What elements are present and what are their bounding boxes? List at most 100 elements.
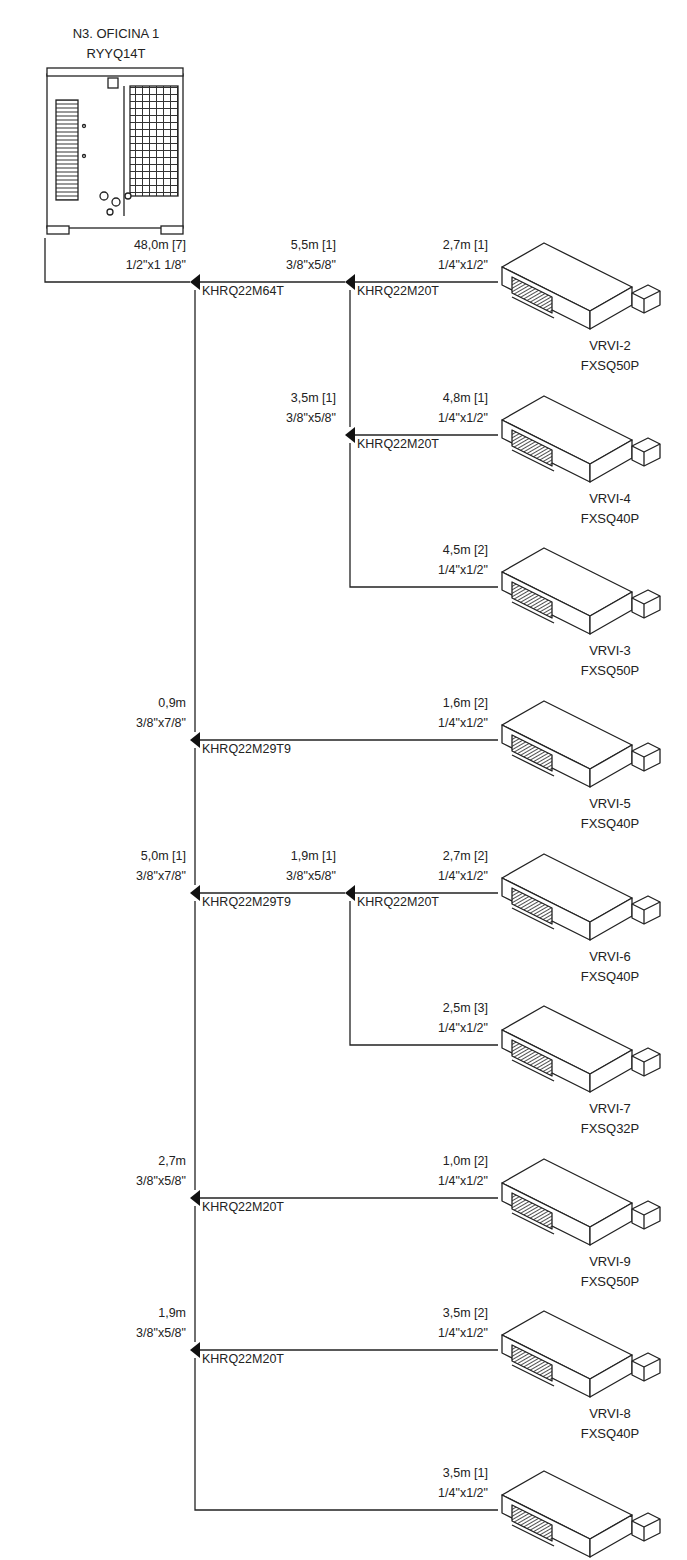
branch-kit-code: KHRQ22M29T9 xyxy=(202,895,291,910)
branch-kit-code: KHRQ22M29T9 xyxy=(202,742,291,757)
outdoor-unit: N3. OFICINA 1 RYYQ14T xyxy=(44,22,188,238)
pipe-dimension: 1,6m [2] xyxy=(441,696,490,711)
indoor-unit: VRVI-8FXSQ40P xyxy=(498,1305,663,1445)
unit-tag: VRVI-2 xyxy=(589,338,631,353)
pipe-line xyxy=(200,1197,498,1198)
pipe-dimension: 1/4"x1/2" xyxy=(436,258,490,273)
indoor-unit-illustration xyxy=(498,1305,663,1400)
pipe-dimension: 1/4"x1/2" xyxy=(436,716,490,731)
branch-kit: KHRQ22M64T xyxy=(190,274,200,290)
refnet-symbol xyxy=(345,885,355,901)
unit-tag: VRVI-7 xyxy=(589,1101,631,1116)
pipe-dimension: 1/4"x1/2" xyxy=(436,1486,490,1501)
indoor-unit: VRVI-4FXSQ40P xyxy=(498,390,663,530)
pipe-dimension: 1,0m [2] xyxy=(441,1154,490,1169)
pipe-dimension: 3/8"x7/8" xyxy=(134,869,188,884)
pipe-dimension: 1/2"x1 1/8" xyxy=(124,258,188,273)
pipe-dimension: 0,9m xyxy=(156,696,188,711)
pipe-dimension: 3/8"x7/8" xyxy=(134,716,188,731)
indoor-unit: VRVI-5FXSQ40P xyxy=(498,695,663,835)
unit-tag: VRVI-5 xyxy=(589,796,631,811)
model-name: RYYQ14T xyxy=(44,46,188,61)
branch-kit: KHRQ22M20T xyxy=(345,885,355,901)
pipe-line xyxy=(45,238,190,282)
pipe-dimension: 1/4"x1/2" xyxy=(436,1326,490,1341)
pipe-dimension: 4,5m [2] xyxy=(441,543,490,558)
pipe-dimension: 48,0m [7] xyxy=(132,238,188,253)
pipe-line xyxy=(194,1206,195,1342)
pipe-line xyxy=(200,281,345,282)
pipe-dimension: 1/4"x1/2" xyxy=(436,869,490,884)
pipe-dimension: 1/4"x1/2" xyxy=(436,563,490,578)
pipe-line xyxy=(194,290,195,732)
pipe-line xyxy=(355,892,498,893)
pipe-dimension: 1,9m [1] xyxy=(289,849,338,864)
indoor-unit-illustration xyxy=(502,1471,660,1557)
pipe-dimension: 3,5m [1] xyxy=(441,1466,490,1481)
refnet-symbol xyxy=(190,732,200,748)
model-name: FXSQ50P xyxy=(581,1274,640,1289)
refnet-symbol xyxy=(345,427,355,443)
indoor-unit: VRVI-2FXSQ50P xyxy=(498,237,663,377)
branch-kit-code: KHRQ22M64T xyxy=(202,284,284,299)
pipe-dimension: 3,5m [2] xyxy=(441,1306,490,1321)
pipe-dimension: 4,8m [1] xyxy=(441,391,490,406)
branch-kit: KHRQ22M20T xyxy=(345,274,355,290)
pipe-line xyxy=(200,892,345,893)
pipe-dimension: 1/4"x1/2" xyxy=(436,1021,490,1036)
pipe-dimension: 1/4"x1/2" xyxy=(436,1174,490,1189)
indoor-unit-illustration xyxy=(498,695,663,790)
model-name: FXSQ40P xyxy=(581,511,640,526)
pipe-line xyxy=(200,739,498,740)
model-name: FXSQ50P xyxy=(581,663,640,678)
pipe-line xyxy=(200,1349,498,1350)
unit-tag: VRVI-9 xyxy=(589,1254,631,1269)
model-name: FXSQ40P xyxy=(581,816,640,831)
pipe-dimension: 2,7m [2] xyxy=(441,849,490,864)
pipe-line xyxy=(349,290,350,427)
branch-kit: KHRQ22M29T9 xyxy=(190,885,200,901)
indoor-unit-illustration xyxy=(498,1000,663,1095)
pipe-dimension: 2,7m [1] xyxy=(441,238,490,253)
unit-tag: VRVI-3 xyxy=(589,643,631,658)
refnet-symbol xyxy=(345,274,355,290)
branch-kit-code: KHRQ22M20T xyxy=(357,437,439,452)
indoor-unit-illustration xyxy=(498,1153,663,1248)
indoor-unit-illustration xyxy=(498,237,663,332)
branch-kit: KHRQ22M29T9 xyxy=(190,732,200,748)
refnet-symbol xyxy=(190,1342,200,1358)
pipe-line xyxy=(194,901,195,1190)
branch-kit-code: KHRQ22M20T xyxy=(202,1352,284,1367)
pipe-dimension: 5,5m [1] xyxy=(289,238,338,253)
pipe-dimension: 3/8"x5/8" xyxy=(284,411,338,426)
indoor-unit-illustration xyxy=(498,390,663,485)
pipe-line xyxy=(195,1358,498,1510)
pipe-dimension: 2,5m [3] xyxy=(441,1001,490,1016)
pipe-dimension: 3/8"x5/8" xyxy=(134,1174,188,1189)
model-name: FXSQ40P xyxy=(581,969,640,984)
branch-kit-code: KHRQ22M20T xyxy=(202,1200,284,1215)
model-name: FXSQ40P xyxy=(581,1426,640,1441)
unit-tag: VRVI-8 xyxy=(589,1406,631,1421)
pipe-dimension: 1,9m xyxy=(156,1306,188,1321)
indoor-unit: VRVI-9FXSQ50P xyxy=(498,1153,663,1293)
indoor-unit: VRVI-6FXSQ40P xyxy=(498,848,663,988)
outdoor-unit-illustration xyxy=(44,66,188,238)
pipe-dimension: 2,7m xyxy=(156,1154,188,1169)
branch-kit: KHRQ22M20T xyxy=(345,427,355,443)
pipe-dimension: 3/8"x5/8" xyxy=(134,1326,188,1341)
indoor-unit: VRVI-7FXSQ32P xyxy=(498,1000,663,1140)
pipe-dimension: 5,0m [1] xyxy=(139,849,188,864)
pipe-dimension: 1/4"x1/2" xyxy=(436,411,490,426)
model-name: FXSQ50P xyxy=(581,358,640,373)
model-name: FXSQ32P xyxy=(581,1121,640,1136)
unit-tag: VRVI-6 xyxy=(589,949,631,964)
unit-tag: VRVI-4 xyxy=(589,491,631,506)
pipe-dimension: 3/8"x5/8" xyxy=(284,258,338,273)
pipe-line xyxy=(355,434,498,435)
refnet-symbol xyxy=(190,274,200,290)
branch-kit-code: KHRQ22M20T xyxy=(357,284,439,299)
unit-title: N3. OFICINA 1 xyxy=(44,26,188,41)
pipe-dimension: 3/8"x5/8" xyxy=(284,869,338,884)
